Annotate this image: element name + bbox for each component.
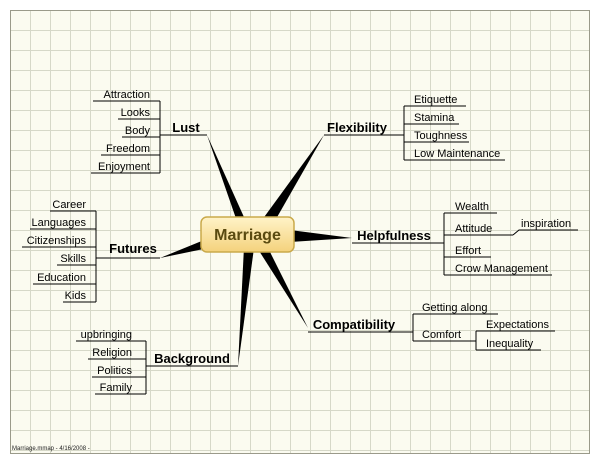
list-item: Freedom bbox=[106, 143, 150, 155]
lust-items: Attraction Looks Body Freedom Enjoyment bbox=[98, 89, 150, 173]
list-item: Attitude bbox=[455, 223, 492, 235]
branch-label-compatibility: Compatibility bbox=[313, 317, 396, 332]
list-item: inspiration bbox=[521, 218, 571, 230]
spoke-helpfulness bbox=[290, 230, 352, 242]
list-item: Comfort bbox=[422, 329, 461, 341]
list-item: Crow Management bbox=[455, 263, 548, 275]
list-item: Effort bbox=[455, 245, 481, 257]
list-item: Skills bbox=[60, 253, 86, 265]
list-item: Getting along bbox=[422, 302, 487, 314]
futures-items: Career Languages Citizenships Skills Edu… bbox=[27, 199, 87, 302]
flexibility-items: Etiquette Stamina Toughness Low Maintena… bbox=[414, 94, 500, 160]
branch-label-flexibility: Flexibility bbox=[327, 120, 388, 135]
list-item: Politics bbox=[97, 365, 132, 377]
list-item: Citizenships bbox=[27, 235, 87, 247]
list-item: Kids bbox=[65, 290, 87, 302]
spoke-lust bbox=[207, 135, 248, 230]
list-item: Inequality bbox=[486, 338, 534, 350]
root-spokes bbox=[160, 135, 352, 366]
branch-label-helpfulness: Helpfulness bbox=[357, 228, 431, 243]
list-item: Languages bbox=[32, 217, 87, 229]
list-item: Looks bbox=[121, 107, 151, 119]
compatibility-items: Getting along Comfort Expectations Inequ… bbox=[422, 302, 549, 350]
list-item: Religion bbox=[92, 347, 132, 359]
list-item: Enjoyment bbox=[98, 161, 150, 173]
spoke-flexibility bbox=[262, 135, 324, 226]
list-item: Expectations bbox=[486, 319, 549, 331]
list-item: Attraction bbox=[104, 89, 150, 101]
root-node: Marriage bbox=[200, 216, 295, 253]
list-item: Family bbox=[100, 382, 133, 394]
list-item: Wealth bbox=[455, 201, 489, 213]
spoke-background bbox=[238, 247, 254, 366]
list-item: Body bbox=[125, 125, 151, 137]
branch-label-lust: Lust bbox=[172, 120, 200, 135]
root-label: Marriage bbox=[214, 227, 281, 244]
helpfulness-items: Wealth Attitude inspiration Effort Crow … bbox=[455, 201, 571, 275]
spoke-compatibility bbox=[256, 244, 308, 328]
background-items: upbringing Religion Politics Family bbox=[81, 329, 133, 394]
list-item: Etiquette bbox=[414, 94, 457, 106]
list-item: Career bbox=[52, 199, 86, 211]
list-item: Education bbox=[37, 272, 86, 284]
list-item: upbringing bbox=[81, 329, 132, 341]
list-item: Low Maintenance bbox=[414, 148, 500, 160]
list-item: Stamina bbox=[414, 112, 455, 124]
connectors bbox=[22, 100, 578, 395]
list-item: Toughness bbox=[414, 130, 468, 142]
footer-text: Marriage.mmap - 4/16/2008 - bbox=[12, 446, 90, 452]
branch-label-futures: Futures bbox=[109, 241, 157, 256]
branch-label-background: Background bbox=[154, 351, 230, 366]
